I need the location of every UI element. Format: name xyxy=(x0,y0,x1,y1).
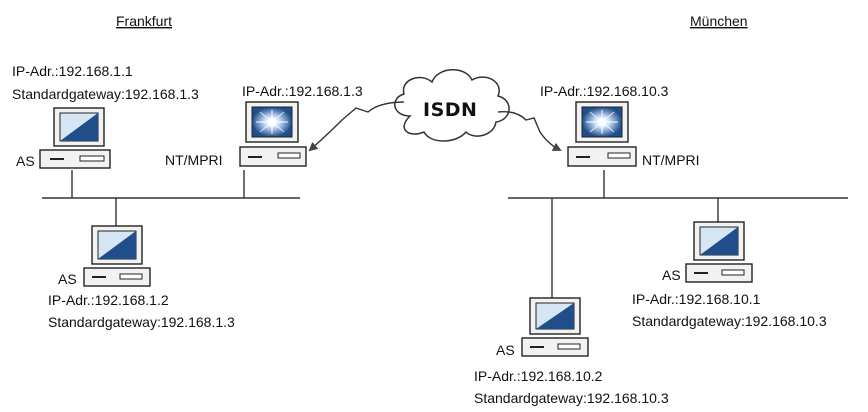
host-label: AS xyxy=(58,271,77,287)
ip-address-label: IP-Adr.:192.168.1.1 xyxy=(12,63,133,79)
host-label: AS xyxy=(662,267,681,283)
router-label: NT/MPRI xyxy=(642,152,700,168)
host-label: AS xyxy=(16,153,35,169)
gateway-label: Standardgateway:192.168.10.3 xyxy=(632,313,827,329)
isdn-label: ISDN xyxy=(423,99,477,121)
gateway-label: Standardgateway:192.168.10.3 xyxy=(474,390,669,406)
router-label: NT/MPRI xyxy=(165,152,223,168)
computer-icon xyxy=(521,297,589,357)
ip-address-label: IP-Adr.:192.168.1.3 xyxy=(242,83,363,99)
host-label: AS xyxy=(496,342,515,358)
gateway-label: Standardgateway:192.168.1.3 xyxy=(12,86,199,102)
ip-address-label: IP-Adr.:192.168.10.1 xyxy=(632,291,761,307)
ip-address-label: IP-Adr.:192.168.1.2 xyxy=(48,292,169,308)
ip-address-label: IP-Adr.:192.168.10.2 xyxy=(474,368,603,384)
isdn-link-muenchen xyxy=(497,110,562,151)
ip-address-label: IP-Adr.:192.168.10.3 xyxy=(540,83,669,99)
router-computer-icon xyxy=(239,101,307,167)
site-name-muenchen: München xyxy=(690,13,748,29)
computer-icon xyxy=(685,221,753,283)
isdn-link-frankfurt xyxy=(308,101,405,152)
router-computer-icon xyxy=(567,101,637,167)
computer-icon xyxy=(39,107,111,169)
gateway-label: Standardgateway:192.168.1.3 xyxy=(48,314,235,330)
computer-icon xyxy=(83,225,151,287)
isdn-cloud-icon xyxy=(394,69,510,142)
site-name-frankfurt: Frankfurt xyxy=(116,13,172,29)
